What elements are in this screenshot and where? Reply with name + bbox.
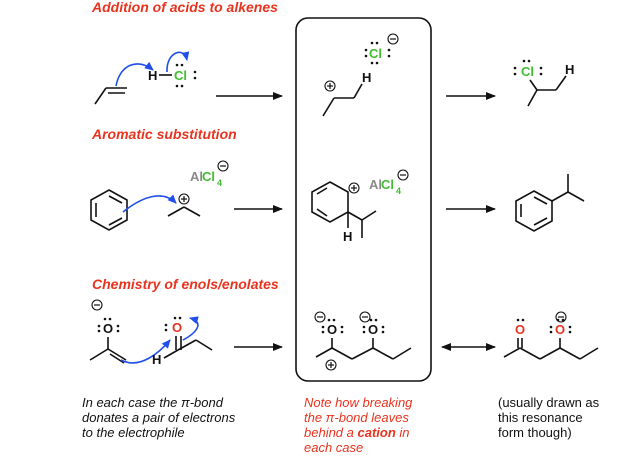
tetrachloride-symbol: Cl — [202, 169, 215, 184]
chlorine-atom: Cl — [174, 68, 187, 83]
hydrogen-atom: H — [148, 68, 157, 83]
lone-pairs — [175, 63, 197, 88]
aluminum-symbol: Al — [190, 169, 203, 184]
chloride-symbol: Cl — [369, 46, 382, 61]
curved-arrow-enolate-to-carbonyl — [120, 339, 171, 364]
plus-charge-2 — [178, 193, 190, 205]
secondary-carbocation — [322, 83, 363, 117]
subscript-four: 4 — [217, 178, 222, 188]
right-caption-line-3: form though) — [498, 425, 572, 440]
heading-enols-enolates: Chemistry of enols/enolates — [92, 276, 279, 292]
enolate-molecule: O — [89, 299, 127, 364]
curved-arrow-alkene-to-h — [115, 61, 154, 87]
tetrachloride-symbol-2: Cl — [381, 177, 394, 192]
curved-arrow-co-bond-to-oxygen — [182, 316, 199, 341]
intermediate-oxygen-1: O — [327, 322, 337, 337]
subscript-four-2: 4 — [396, 186, 401, 196]
aldehyde-hydrogen: H — [152, 352, 161, 367]
aluminum-symbol-2: Al — [369, 177, 382, 192]
plus-charge-1 — [324, 80, 336, 92]
cation-emphasis: cation — [357, 425, 396, 440]
propene-molecule — [94, 87, 127, 105]
center-caption-line-1: Note how breaking — [304, 395, 413, 410]
intermediate-oxygen-2: O — [368, 322, 378, 337]
chloride-ion: Cl — [364, 33, 399, 65]
aldol-cation-intermediate: O O — [314, 311, 412, 371]
cumene-product — [515, 174, 585, 232]
heading-aromatic-substitution: Aromatic substitution — [92, 126, 237, 142]
right-caption: (usually drawn as this resonance form th… — [498, 395, 628, 440]
heading-addition-of-acids: Addition of acids to alkenes — [92, 0, 278, 15]
left-caption-line-2: donates a pair of electrons — [82, 410, 236, 425]
center-caption-line-4: each case — [304, 440, 364, 455]
isopropyl-cation — [167, 206, 201, 217]
arenium-hydrogen: H — [343, 229, 352, 244]
product-carbonyl-oxygen: O — [515, 322, 525, 337]
aluminum-tetrachloride-ion-2: Al Cl 4 — [369, 169, 409, 196]
intermediate-highlight-box — [295, 17, 432, 382]
left-caption-line-3: to the electrophile — [82, 425, 185, 440]
benzene-ring — [90, 189, 128, 231]
curved-arrow-ring-to-cation — [122, 194, 177, 213]
product-chlorine: Cl — [521, 64, 534, 79]
right-caption-line-1: (usually drawn as — [498, 395, 600, 410]
chloropropane-product: Cl H — [513, 59, 574, 107]
product-alkoxide-oxygen: O — [555, 322, 565, 337]
left-caption-line-1: In each case the π-bond — [82, 395, 223, 410]
plus-charge-3 — [348, 182, 360, 194]
right-caption-line-2: this resonance — [498, 410, 583, 425]
center-caption-line-3: behind a cation in — [304, 425, 410, 440]
aldol-resonance-form: O O — [503, 311, 599, 360]
carbonyl-oxygen: O — [172, 320, 182, 335]
left-caption: In each case the π-bond donates a pair o… — [82, 395, 252, 440]
arenium-ion — [311, 181, 377, 238]
hcl-molecule: H Cl — [148, 63, 197, 88]
center-caption-line-2: the π-bond leaves — [304, 410, 409, 425]
curved-arrow-bond-to-cl — [166, 51, 190, 73]
aluminum-tetrachloride-ion-1: Al Cl 4 — [190, 160, 229, 188]
propanal-molecule: O H — [152, 316, 213, 367]
enolate-oxygen: O — [103, 321, 113, 336]
hydrogen-label: H — [362, 70, 371, 85]
product-hydrogen: H — [565, 62, 574, 77]
center-caption: Note how breaking the π-bond leaves behi… — [304, 395, 434, 455]
